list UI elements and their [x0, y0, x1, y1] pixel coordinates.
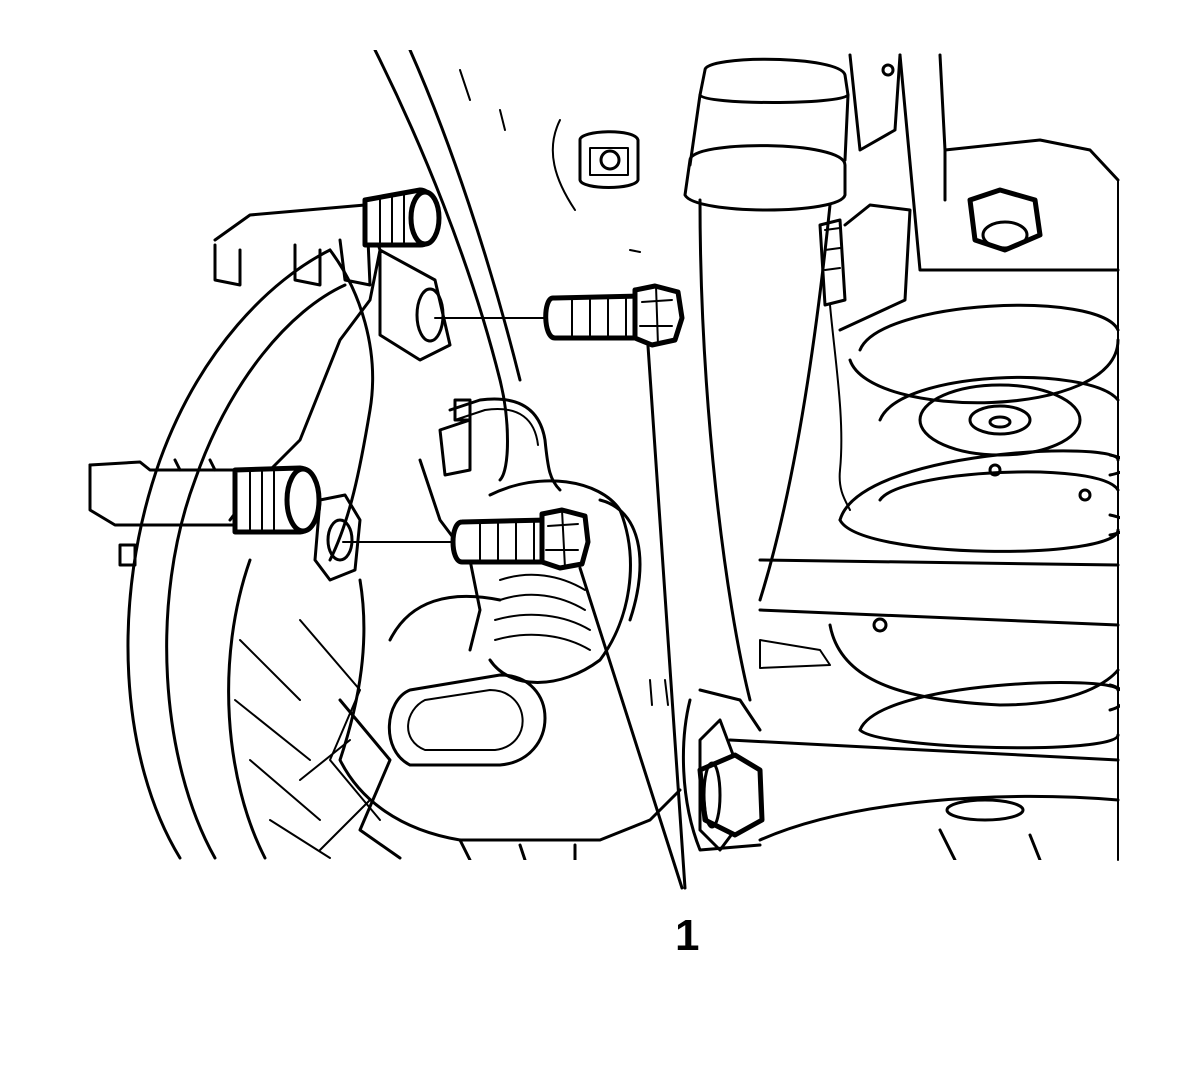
- spring-seat-lower: [758, 558, 1120, 750]
- caliper-slide-pin-upper: [362, 187, 442, 248]
- callout-label-1: 1: [675, 911, 699, 960]
- brake-rotor: [126, 248, 402, 860]
- knuckle-upper-ear: [378, 248, 452, 362]
- bolt-alignment-lines: [342, 317, 549, 543]
- strut-assembly: [629, 57, 850, 706]
- brake-caliper: [88, 203, 382, 567]
- caliper-slide-pin-lower: [232, 465, 322, 535]
- knuckle-bolt-upper: [543, 283, 685, 348]
- coil-spring: [838, 303, 1120, 553]
- hub-boot: [488, 479, 642, 684]
- abs-sensor-wire: [438, 397, 562, 492]
- wiring-connector: [818, 218, 851, 511]
- strut-mount-bracket: [838, 53, 1120, 332]
- lower-control-arm: [681, 688, 1120, 860]
- drawing-body: [88, 50, 1120, 860]
- body-panel: [373, 50, 640, 482]
- callout-leaders: [578, 344, 687, 890]
- knuckle-bolt-lower: [450, 507, 591, 571]
